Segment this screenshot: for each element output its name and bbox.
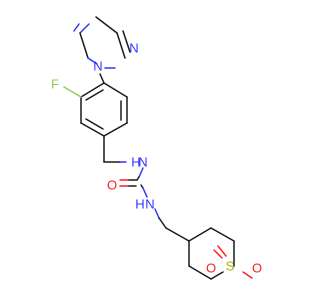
carbonyl-oxygen-label: O: [107, 178, 117, 193]
urea-n-upper-label: N: [138, 155, 147, 170]
molecule-structure: N N F N H O N H S O O: [51, 16, 262, 280]
sulfonyl-oxygen-left-label: O: [206, 261, 216, 276]
sulfur-label: S: [226, 259, 235, 274]
fluorine-label: F: [51, 77, 59, 92]
fluorophenyl-ring: [63, 82, 128, 137]
thiopyran-dioxide-ring: [165, 227, 253, 280]
imidazole-ring: [73, 16, 131, 84]
sulfonyl-oxygen-right-label: O: [252, 261, 262, 276]
urea-linker: [103, 135, 167, 229]
urea-n-lower-label: N: [145, 197, 154, 212]
urea-h-upper-label: H: [131, 155, 140, 170]
imidazole-n3-label: N: [129, 41, 138, 56]
imidazole-n1-label: N: [93, 59, 102, 74]
urea-h-lower-label: H: [135, 197, 144, 212]
